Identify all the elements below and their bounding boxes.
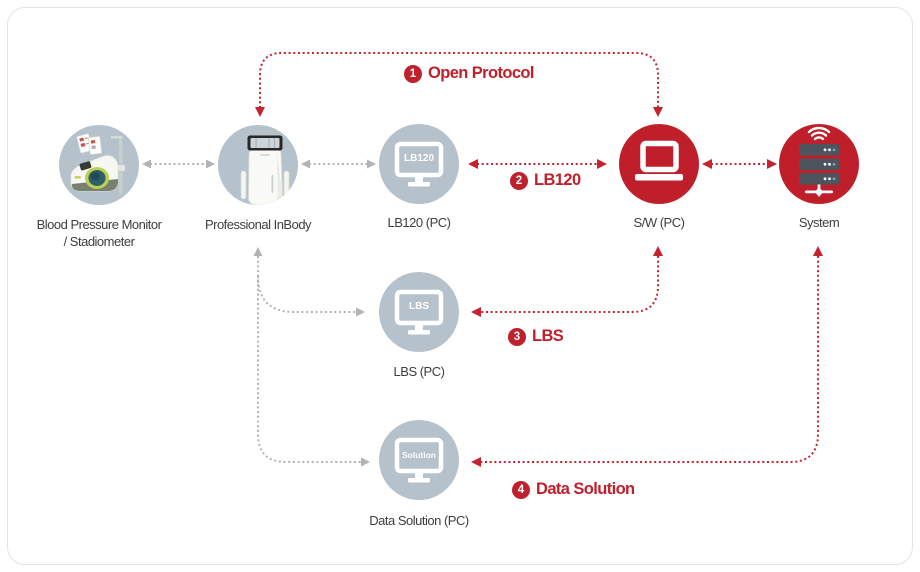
arrow-sw-lbs	[481, 256, 659, 313]
lbs-screen-text: LBS	[409, 301, 429, 312]
flow-1-label: Open Protocol	[428, 64, 534, 82]
bp-monitor-photo	[59, 125, 139, 205]
monitor-icon	[394, 289, 444, 335]
flow-3-label: LBS	[532, 327, 564, 345]
arrow-open-protocol	[259, 52, 659, 108]
bp-monitor-stadiometer-icon	[70, 133, 125, 194]
monitor-icon	[394, 437, 444, 483]
lbs-label: LBS (PC)	[393, 364, 445, 379]
lb120-label: LB120 (PC)	[387, 215, 451, 230]
lb120-pc-circle: LB120	[379, 124, 459, 204]
flow-2-badge: 2	[510, 171, 528, 190]
diagram-card	[7, 7, 913, 565]
data-solution-screen-text: Solution	[402, 450, 436, 460]
flow-4-badge: 4	[512, 480, 530, 499]
flow-data-solution: 4 Data Solution	[512, 480, 635, 499]
flow-3-badge: 3	[508, 327, 526, 346]
server-icon	[799, 126, 839, 197]
flow-2-label: LB120	[534, 171, 581, 189]
arrow-inbody-lbs	[257, 275, 356, 313]
arrow-inbody-datasolution	[257, 256, 361, 463]
bp-monitor-label-line1: Blood Pressure Monitor	[36, 217, 162, 232]
lbs-pc-circle: LBS	[379, 272, 459, 352]
data-solution-circle: Solution	[379, 420, 459, 500]
flow-lb120: 2 LB120	[510, 171, 581, 190]
sw-pc-label: S/W (PC)	[633, 215, 685, 230]
arrow-system-datasolution	[481, 256, 819, 463]
system-label: System	[798, 215, 840, 230]
laptop-icon	[635, 140, 683, 181]
lb120-screen-text: LB120	[403, 153, 434, 164]
flow-lbs: 3 LBS	[508, 327, 564, 346]
inbody-device-icon	[240, 135, 290, 205]
inbody-label: Professional InBody	[204, 217, 312, 232]
sw-pc-circle	[619, 124, 699, 204]
flow-open-protocol: 1 Open Protocol	[404, 64, 534, 83]
system-circle	[779, 124, 859, 204]
flow-4-label: Data Solution	[536, 480, 635, 498]
flow-1-badge: 1	[404, 64, 422, 83]
data-solution-label: Data Solution (PC)	[369, 513, 469, 528]
monitor-icon	[394, 141, 444, 187]
bp-monitor-label-line2: / Stadiometer	[63, 234, 135, 249]
inbody-photo	[218, 125, 298, 205]
